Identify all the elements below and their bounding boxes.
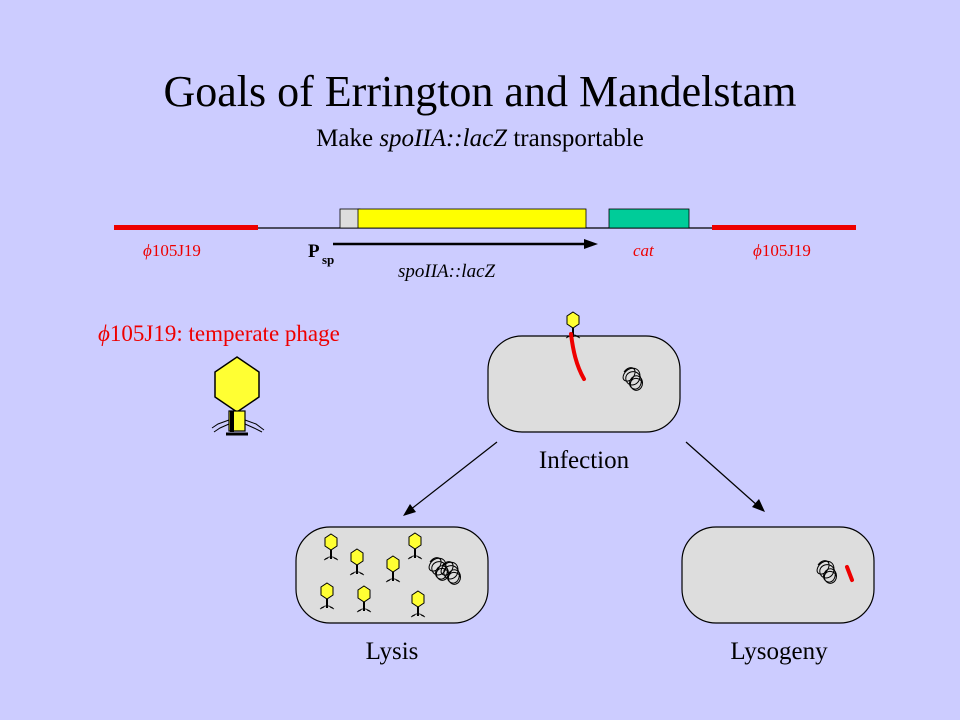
construct-map: ϕ105J19 ϕ105J19 P sp spoIIA::lacZ cat [114, 208, 856, 282]
infection-label: Infection [539, 447, 630, 474]
right-phage-segment [712, 225, 856, 230]
phage-description-text: 105J19: temperate phage [110, 321, 340, 346]
lysogeny-label: Lysogeny [730, 638, 828, 665]
promoter-subscript: sp [322, 252, 334, 267]
right-phage-name: 105J19 [762, 241, 811, 260]
fusion-label: spoIIA::lacZ [398, 261, 496, 282]
phi-symbol: ϕ [98, 321, 110, 346]
lysis-cell [295, 526, 489, 624]
lysogeny-cell [681, 526, 875, 624]
lacz-box [357, 208, 587, 229]
prophage-dna [845, 565, 854, 582]
phage-icon [211, 356, 265, 436]
phi-symbol: ϕ [753, 241, 762, 260]
infection-cell [487, 311, 681, 433]
left-phage-segment [114, 225, 258, 230]
right-phage-label: ϕ105J19 [753, 241, 811, 260]
subtitle-gene: spoIIA::lacZ [379, 125, 508, 152]
page-subtitle: Make spoIIA::lacZ transportable [0, 126, 960, 151]
subtitle-prefix: Make [316, 125, 380, 152]
cat-box [608, 208, 690, 229]
left-phage-label: ϕ105J19 [143, 241, 201, 260]
phage-description: ϕ105J19: temperate phage [98, 321, 340, 346]
lysis-label: Lysis [366, 638, 419, 665]
transcript-arrowhead [584, 239, 598, 249]
subtitle-suffix: transportable [507, 125, 644, 152]
promoter-box [339, 208, 361, 229]
page-title: Goals of Errington and Mandelstam [163, 67, 797, 116]
left-phage-name: 105J19 [152, 241, 201, 260]
promoter-label: P [308, 241, 320, 262]
branch-arrows [403, 441, 765, 516]
cat-label: cat [633, 241, 655, 260]
phi-symbol: ϕ [143, 241, 152, 260]
injected-dna [569, 332, 586, 381]
